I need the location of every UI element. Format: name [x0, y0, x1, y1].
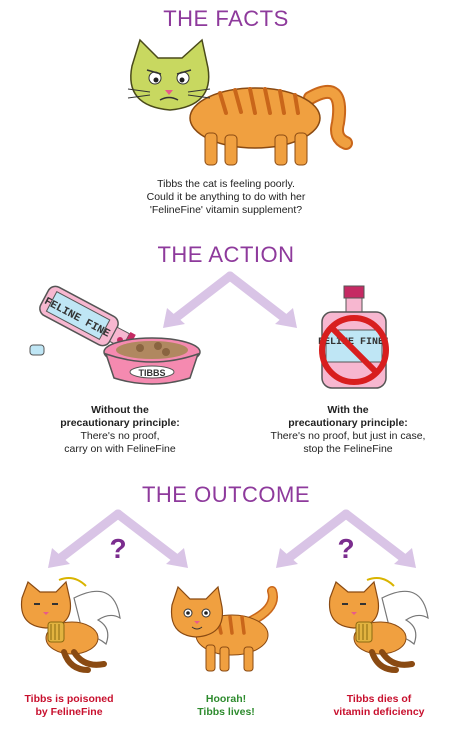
- question-mark: ?: [109, 533, 126, 564]
- angel-cat-left-illustration: [20, 577, 121, 673]
- bowl-label: TIBBS: [139, 368, 166, 378]
- outcome-right-line: vitamin deficiency: [333, 706, 425, 718]
- outcome-middle-line: Tibbs lives!: [197, 706, 255, 718]
- facts-caption-line: Tibbs the cat is feeling poorly.: [157, 178, 295, 190]
- action-right-bold-line: With the: [327, 404, 369, 416]
- angel-cat-right-illustration: [328, 577, 429, 673]
- action-right-bold-line: precautionary principle:: [288, 417, 408, 429]
- outcome-right-caption: Tibbs dies of vitamin deficiency: [310, 693, 448, 719]
- facts-caption-line: 'FelineFine' vitamin supplement?: [149, 204, 303, 216]
- outcome-heading: THE OUTCOME: [141, 482, 311, 507]
- action-right-caption: With the precautionary principle: There'…: [248, 404, 448, 456]
- action-left-line: carry on with FelineFine: [64, 443, 176, 455]
- action-left-bold-line: precautionary principle:: [60, 417, 180, 429]
- right-bottle-label: FELINE FINE!: [318, 337, 390, 348]
- action-right-line: stop the FelineFine: [303, 443, 393, 455]
- facts-heading: THE FACTS: [163, 6, 289, 31]
- happy-cat-illustration: [170, 585, 278, 672]
- outcome-right-branch-arrow: ?: [276, 509, 416, 568]
- outcome-left-caption: Tibbs is poisoned by FelineFine: [4, 693, 134, 719]
- facts-caption: Tibbs the cat is feeling poorly. Could i…: [96, 178, 356, 217]
- outcome-left-line: by FelineFine: [35, 706, 103, 718]
- outcome-left-line: Tibbs is poisoned: [24, 693, 114, 705]
- action-left-caption: Without the precautionary principle: The…: [30, 404, 210, 456]
- prohibited-icon: [319, 315, 389, 385]
- tibbs-food-bowl: TIBBS: [103, 337, 201, 385]
- action-heading: THE ACTION: [157, 242, 295, 267]
- outcome-middle-caption: Hoorah! Tibbs lives!: [166, 693, 286, 719]
- action-left-line: There's no proof,: [80, 430, 160, 442]
- question-mark: ?: [337, 533, 354, 564]
- outcome-left-branch-arrow: ?: [48, 509, 188, 568]
- action-right-line: There's no proof, but just in case,: [270, 430, 426, 442]
- facts-caption-line: Could it be anything to do with her: [146, 191, 306, 203]
- outcome-right-line: Tibbs dies of: [346, 693, 412, 705]
- sick-cat-illustration: [127, 38, 353, 166]
- action-left-bold-line: Without the: [91, 404, 149, 416]
- action-branch-arrow: [163, 271, 297, 328]
- outcome-middle-line: Hoorah!: [205, 693, 247, 705]
- banned-bottle-illustration: FELINE FINE!: [318, 285, 390, 389]
